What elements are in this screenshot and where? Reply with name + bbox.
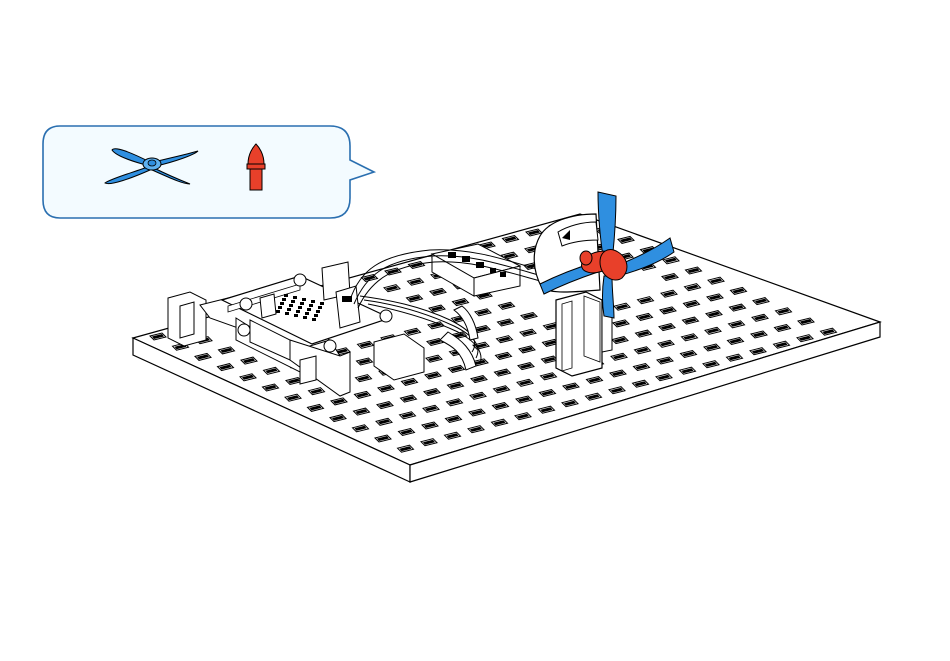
led [280,302,284,305]
led [291,300,295,303]
led [284,294,288,297]
led [311,300,315,303]
led [293,296,297,299]
led [312,318,316,321]
led [300,302,304,305]
led [318,306,322,309]
led [294,314,298,317]
led [278,306,282,309]
led [314,314,318,317]
parts-callout [43,126,374,218]
led [287,308,291,311]
led [302,298,306,301]
led [285,312,289,315]
led [305,312,309,315]
led [289,304,293,307]
led [307,308,311,311]
led [276,310,280,313]
led [316,310,320,313]
led [303,316,307,319]
led [296,310,300,313]
baseplate [133,214,880,482]
led [320,302,324,305]
led [309,304,313,307]
callout-bubble [43,126,374,218]
led [282,298,286,301]
led [298,306,302,309]
